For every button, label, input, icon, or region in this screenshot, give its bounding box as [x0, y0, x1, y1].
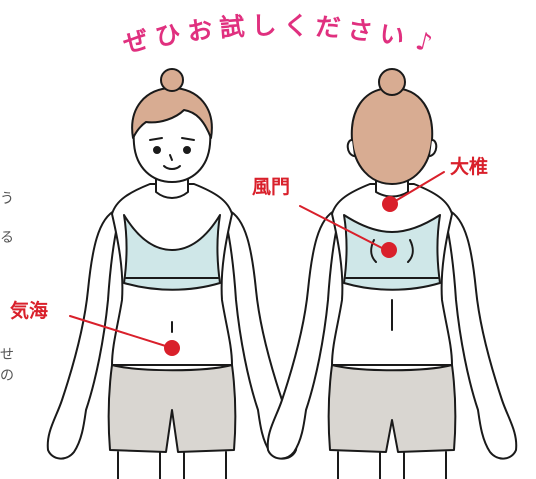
front-bun — [161, 69, 183, 91]
back-shorts — [329, 365, 456, 452]
label-taitsui: 大椎 — [450, 158, 488, 177]
point-fumon-dot — [381, 242, 397, 258]
back-left-arm — [268, 210, 338, 459]
front-left-arm — [48, 210, 118, 459]
label-fumon: 風門 — [252, 178, 290, 197]
label-kikai: 気海 — [10, 302, 48, 321]
back-head — [352, 88, 432, 184]
back-right-arm — [446, 210, 516, 459]
point-kikai-dot — [164, 340, 180, 356]
front-figure — [48, 69, 297, 479]
point-taitsui-dot — [382, 196, 398, 212]
front-shorts — [109, 365, 236, 452]
back-figure — [268, 69, 517, 479]
back-bun — [379, 69, 405, 95]
